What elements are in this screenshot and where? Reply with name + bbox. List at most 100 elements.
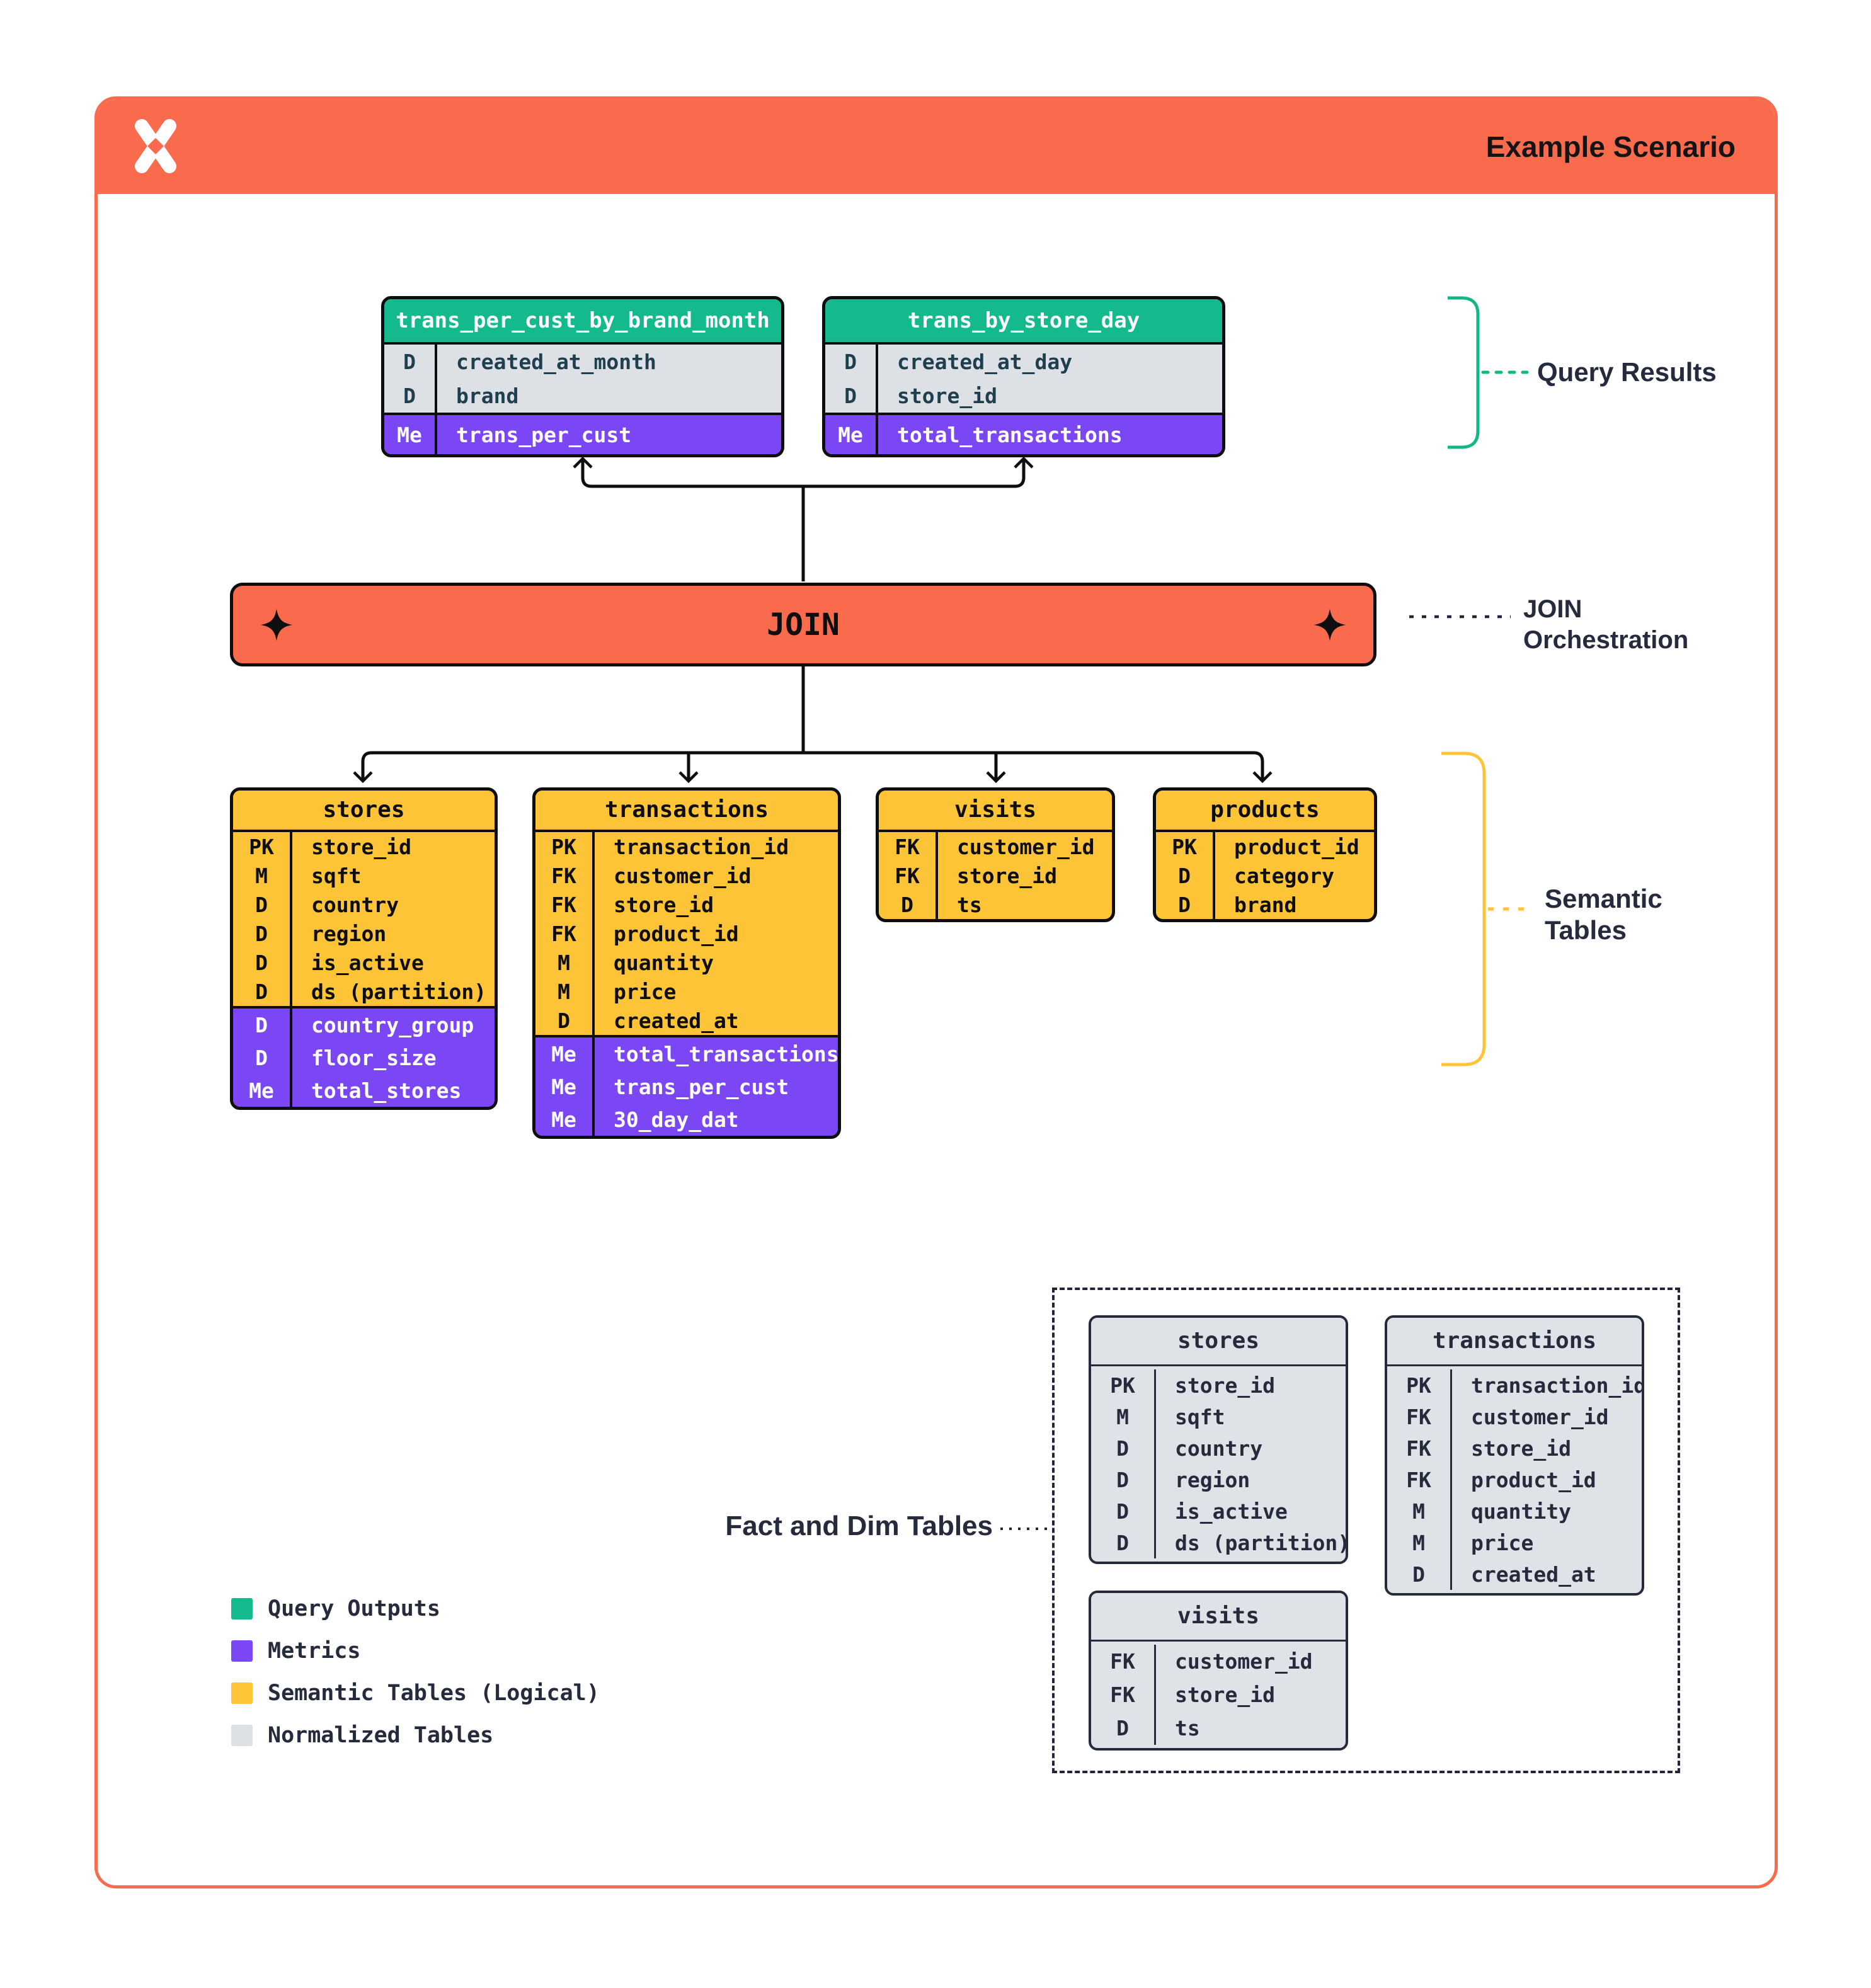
table-row: Me 30_day_dat [535,1103,838,1136]
field-name: store_id [897,383,997,408]
field-name: customer_id [1471,1404,1609,1429]
join-label: JOIN [767,607,840,643]
field-key: Me [233,1074,292,1107]
field-key: D [233,1041,292,1074]
field-name: is_active [1175,1499,1288,1524]
field-key: D [825,345,878,379]
field-key: Me [535,1103,595,1136]
table-title: stores [233,791,495,830]
field-name: ds (partition) [311,979,487,1004]
field-key: FK [1387,1464,1452,1495]
join-orchestration-label: JOIN Orchestration [1523,595,1689,654]
field-name: quantity [1471,1499,1571,1524]
field-name: customer_id [1175,1649,1313,1674]
page-title: Example Scenario [1485,130,1736,163]
field-name: store_id [311,834,411,859]
table-title: visits [1091,1593,1346,1640]
field-key: FK [1387,1401,1452,1432]
field-name: total_transactions [897,422,1123,447]
field-name: 30_day_dat [614,1107,739,1132]
field-key: D [233,977,292,1006]
field-key: FK [535,890,595,919]
field-key: FK [879,861,938,890]
field-name: quantity [614,950,714,975]
legend-swatch [231,1725,253,1746]
field-key: Me [535,1070,595,1103]
field-key: FK [1091,1645,1156,1678]
field-name: price [1471,1530,1534,1555]
field-name: product_id [614,921,739,946]
field-name: transaction_id [1471,1373,1644,1398]
x-sparkle-logo-icon [135,119,176,173]
field-name: region [1175,1467,1250,1492]
field-name: customer_id [957,834,1095,859]
query-results-label: Query Results [1537,357,1717,387]
field-key: D [1156,890,1215,919]
field-name: created_at_month [456,349,656,374]
field-name: ds (partition) [1175,1530,1348,1555]
field-name: store_id [957,863,1057,888]
table-row: Me total_transactions [825,415,1222,454]
field-key: Me [825,415,878,454]
table-metrics: Me total_transactions [825,413,1222,454]
semantic-tables-label: Semantic Tables [1545,884,1662,945]
legend-item: Metrics [231,1638,600,1664]
field-key: D [233,919,292,948]
field-key: M [535,977,595,1006]
field-name: created_at_day [897,349,1073,374]
legend-item: Normalized Tables [231,1723,600,1748]
field-name: floor_size [311,1045,437,1070]
field-key: PK [233,832,292,861]
table-row: FK customer_id [1387,1401,1642,1432]
field-key: M [1387,1495,1452,1527]
field-key: M [1387,1527,1452,1558]
field-key: D [1387,1558,1452,1590]
field-key: D [879,890,938,919]
legend-item: Query Outputs [231,1596,600,1621]
field-key: M [535,948,595,977]
field-key: D [1156,861,1215,890]
field-key: D [825,379,878,413]
table-title: visits [879,791,1112,830]
field-key: FK [879,832,938,861]
field-name: product_id [1234,834,1359,859]
legend-label: Normalized Tables [268,1723,494,1748]
field-key: Me [384,415,437,454]
table-row: PK store_id [233,832,495,861]
field-key: FK [1091,1678,1156,1711]
field-name: country [311,892,399,917]
field-key: PK [1091,1369,1156,1401]
field-name: brand [1234,892,1297,917]
sparkle-icon [1313,608,1346,641]
field-key: D [1091,1711,1156,1745]
